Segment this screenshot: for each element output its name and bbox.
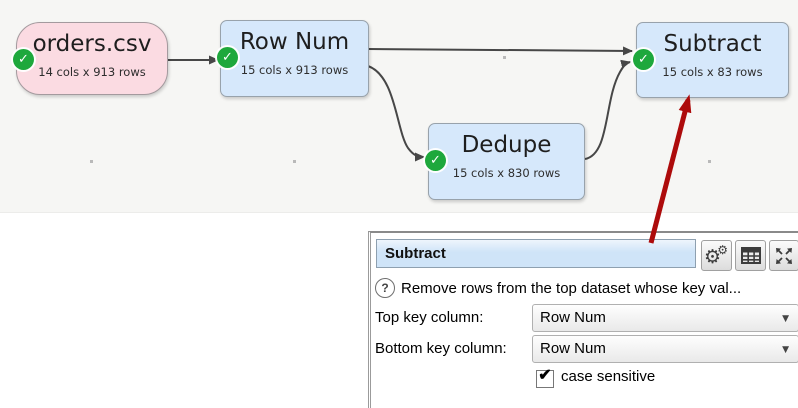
options-gear-button[interactable]: ⚙ ⚙ xyxy=(701,240,732,271)
chevron-down-icon: ▼ xyxy=(782,314,789,324)
connector-edges xyxy=(167,46,633,162)
node-orders-csv[interactable]: orders.csv 14 cols x 913 rows ✓ xyxy=(13,22,168,95)
grid-dot xyxy=(503,56,506,59)
checkbox-check-icon: ✔ xyxy=(538,367,552,384)
node-title: orders.csv xyxy=(32,31,152,57)
status-ok-icon: ✓ xyxy=(217,47,238,68)
maximize-panel-button[interactable] xyxy=(769,240,798,271)
node-row-col-count: 15 cols x 830 rows xyxy=(452,166,561,180)
node-title: Row Num xyxy=(239,29,350,55)
grid-dot xyxy=(90,160,93,163)
gear-icon: ⚙ xyxy=(704,246,722,268)
bottom-key-column-select[interactable]: Row Num ▼ xyxy=(532,335,798,363)
status-ok-icon: ✓ xyxy=(425,150,446,171)
table-icon xyxy=(740,247,761,264)
node-graph-canvas[interactable]: orders.csv 14 cols x 913 rows ✓ Row Num … xyxy=(0,0,798,213)
grid-dot xyxy=(708,160,711,163)
top-key-column-select[interactable]: Row Num ▼ xyxy=(532,304,798,332)
node-row-col-count: 15 cols x 83 rows xyxy=(662,65,763,79)
transform-description: Remove rows from the top dataset whose k… xyxy=(401,279,742,297)
node-row-col-count: 15 cols x 913 rows xyxy=(240,63,349,77)
node-row-col-count: 14 cols x 913 rows xyxy=(38,65,146,79)
top-key-column-value: Row Num xyxy=(540,309,606,326)
node-dedupe[interactable]: Dedupe 15 cols x 830 rows ✓ xyxy=(425,123,585,200)
bottom-key-column-label: Bottom key column: xyxy=(375,340,507,357)
status-ok-icon: ✓ xyxy=(13,49,34,70)
expand-arrows-icon xyxy=(776,247,792,264)
show-table-button[interactable] xyxy=(735,240,766,271)
node-title: Subtract xyxy=(663,31,762,57)
bottom-key-column-value: Row Num xyxy=(540,340,606,357)
status-ok-icon: ✓ xyxy=(633,49,654,70)
transform-name-input[interactable] xyxy=(376,239,696,268)
node-subtract[interactable]: Subtract 15 cols x 83 rows ✓ xyxy=(633,22,789,98)
gear-icon: ⚙ xyxy=(717,243,728,257)
grid-dot xyxy=(293,160,296,163)
node-title: Dedupe xyxy=(461,132,552,158)
chevron-down-icon: ▼ xyxy=(782,345,789,355)
case-sensitive-label: case sensitive xyxy=(561,368,656,385)
transform-settings-panel: ⚙ ⚙ ? xyxy=(368,231,798,408)
help-icon[interactable]: ? xyxy=(375,278,395,298)
case-sensitive-checkbox[interactable]: ✔ xyxy=(536,367,554,388)
top-key-column-label: Top key column: xyxy=(375,309,484,326)
node-row-num[interactable]: Row Num 15 cols x 913 rows ✓ xyxy=(217,20,369,97)
